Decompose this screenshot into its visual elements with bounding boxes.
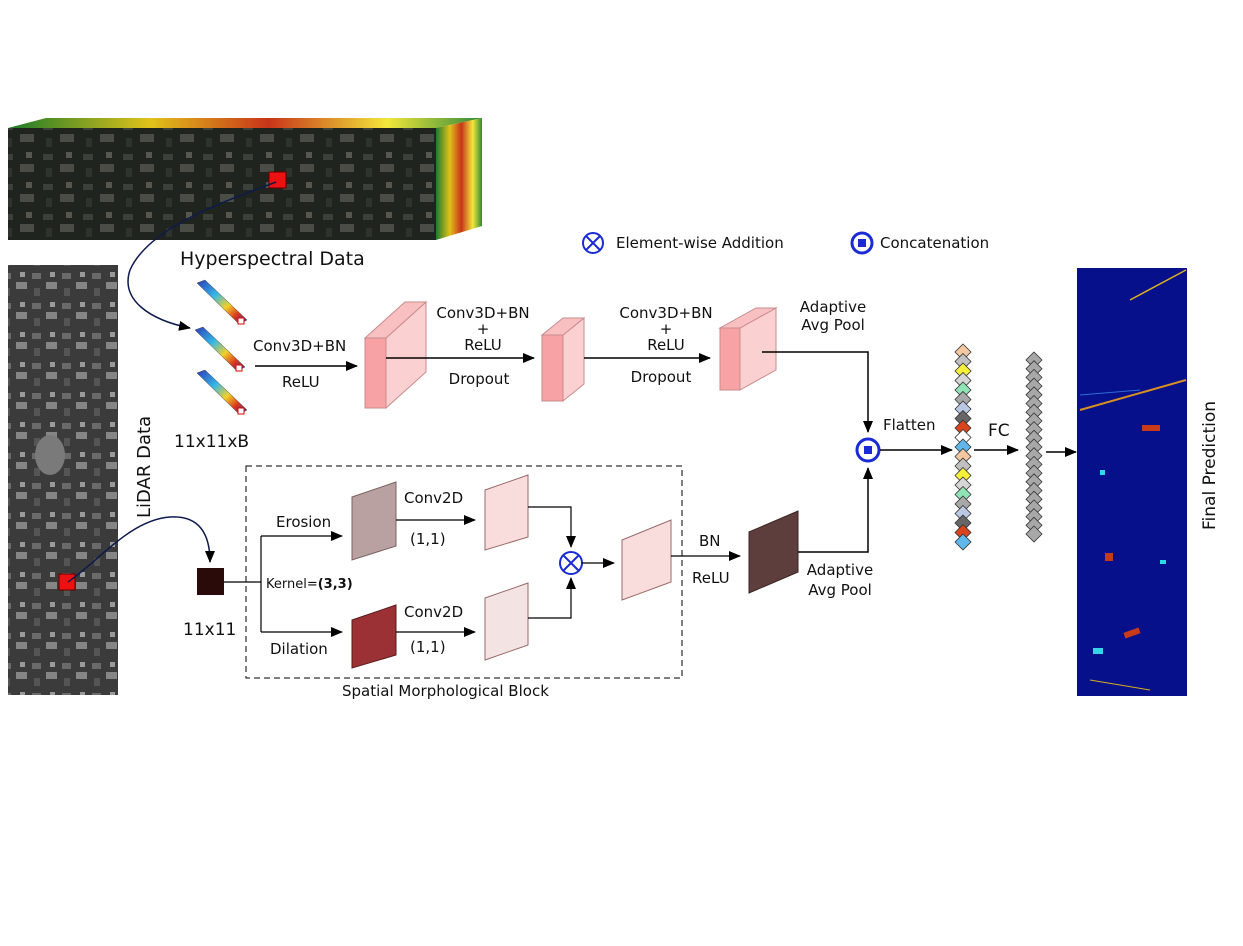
legend-addition: Element-wise Addition [616,234,784,252]
erosion-label: Erosion [276,513,331,531]
fc-node [1025,525,1043,543]
hsi-op1-top: Conv3D+BN [253,337,346,355]
hsi-op3-bottom: Dropout [631,368,692,386]
hsi-op3-line3: ReLU [647,336,685,354]
hsi-op2-line1: Conv3D+BN [436,304,529,322]
concatenation-icon [850,231,874,255]
hsi-op3-line2: + [660,320,673,338]
hsi-op2-bottom: Dropout [449,370,510,388]
conv-top-label: Conv2D [404,489,463,507]
hsi-patch-size: 11x11xB [174,432,249,452]
lidar-patch-size: 11x11 [183,620,236,640]
feature-node [954,533,972,551]
legend-concat: Concatenation [880,234,989,252]
lidar-sample-pixel [58,573,76,591]
hsi-op3-line1: Conv3D+BN [619,304,712,322]
hsi-patches [194,279,248,415]
concatenation-op-icon [855,437,881,463]
dilation-map [351,604,397,669]
conv3d-cube-1 [363,300,428,410]
conv-bottom-label: Conv2D [404,603,463,621]
lidar-pool-line2: Avg Pool [808,581,872,599]
conv-bottom-map [484,582,529,661]
dilation-label: Dilation [270,640,328,658]
hsi-label: Hyperspectral Data [180,248,365,270]
fc-neuron-column [1025,351,1043,543]
lidar-pooled-map [748,510,799,594]
smb-output-map [621,519,672,601]
conv-top-kernel: (1,1) [410,530,446,548]
hsi-pool-line1: Adaptive [800,298,866,316]
erosion-map [351,481,397,561]
hyperspectral-cube [8,118,482,240]
hsi-op1-bottom: ReLU [282,373,320,391]
flattened-feature-column [954,343,972,551]
hsi-sample-pixel [268,171,287,189]
lidar-image [8,265,118,695]
final-prediction-label: Final Prediction [1200,401,1220,530]
hsi-pool-line2: Avg Pool [801,316,865,334]
fc-label: FC [988,421,1010,441]
lidar-pool-line1: Adaptive [807,561,873,579]
conv-top-map [484,474,529,551]
smb-box [245,465,683,679]
addition-op-icon [559,551,583,575]
pooled-cube [718,307,778,391]
lidar-label: LiDAR Data [134,416,155,518]
classification-map [1077,268,1187,696]
lidar-bn: BN [699,532,721,550]
conv3d-cube-2 [540,316,586,403]
lidar-relu: ReLU [692,569,730,587]
element-wise-addition-icon [582,232,604,254]
smb-label: Spatial Morphological Block [342,682,549,700]
flatten-label: Flatten [883,416,936,434]
hsi-op2-line3: ReLU [464,336,502,354]
lidar-patch [197,568,224,595]
legend: Element-wise Addition Concatenation [582,231,989,255]
kernel-label: Kernel=(3,3) [266,577,353,592]
hsi-op2-line2: + [477,320,490,338]
conv-bottom-kernel: (1,1) [410,638,446,656]
